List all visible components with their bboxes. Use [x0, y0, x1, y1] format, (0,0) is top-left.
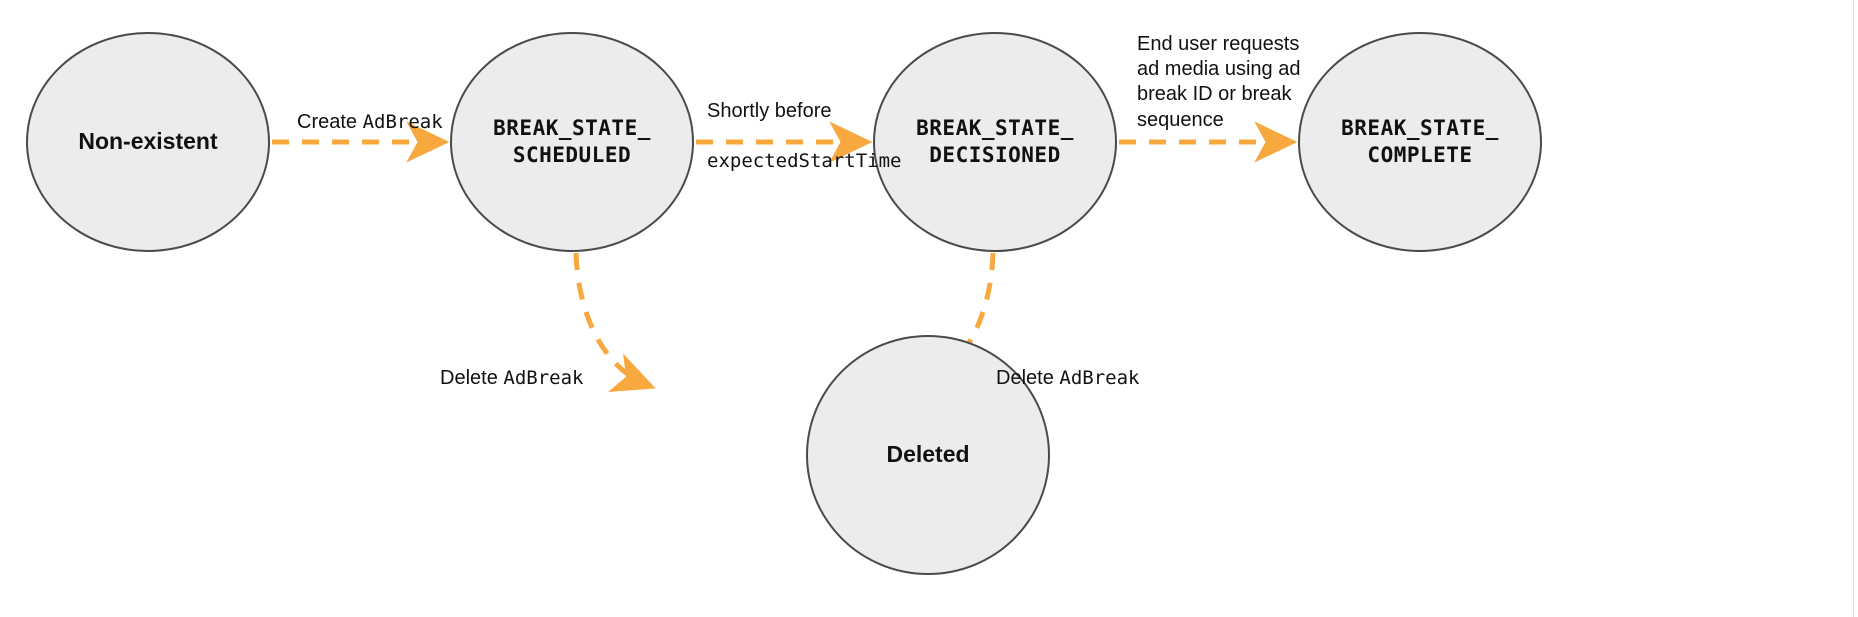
page-right-rule	[1853, 0, 1854, 617]
node-label-break-state-decisioned: BREAK_STATE_ DECISIONED	[916, 116, 1074, 167]
edge-label-create-adbreak-type: AdBreak	[362, 111, 443, 134]
node-break-state-decisioned[interactable]: BREAK_STATE_ DECISIONED	[873, 32, 1117, 252]
edge-label-shortly-before-expectedstarttime: Shortly before expectedStartTime	[707, 74, 901, 199]
edge-label-create-adbreak-verb: Create	[297, 111, 363, 134]
edge-label-create-adbreak: Create AdBreak	[297, 85, 443, 135]
node-label-break-state-scheduled: BREAK_STATE_ SCHEDULED	[493, 116, 651, 167]
edge-label-expectedstarttime-line2: expectedStartTime	[707, 149, 902, 172]
edge-label-delete-decisioned-type: AdBreak	[1059, 367, 1140, 390]
node-non-existent[interactable]: Non-existent	[26, 32, 270, 252]
edge-label-end-user-requests-ad-media: End user requests ad media using ad brea…	[1137, 33, 1301, 131]
edge-label-delete-adbreak-from-decisioned: Delete AdBreak	[996, 341, 1139, 391]
node-label-deleted: Deleted	[886, 441, 970, 468]
node-label-non-existent: Non-existent	[78, 128, 218, 155]
edge-label-delete-decisioned-verb: Delete	[996, 367, 1060, 390]
node-label-break-state-complete: BREAK_STATE_ COMPLETE	[1341, 116, 1499, 167]
node-break-state-scheduled[interactable]: BREAK_STATE_ SCHEDULED	[450, 32, 694, 252]
edge-delete-adbreak-from-scheduled	[573, 252, 656, 392]
node-break-state-complete[interactable]: BREAK_STATE_ COMPLETE	[1298, 32, 1542, 252]
edge-label-delete-scheduled-type: AdBreak	[503, 367, 584, 390]
edge-label-delete-adbreak-from-scheduled: Delete AdBreak	[440, 341, 583, 391]
edge-label-shortly-before-line1: Shortly before	[707, 100, 832, 123]
edge-label-delete-scheduled-verb: Delete	[440, 367, 504, 390]
